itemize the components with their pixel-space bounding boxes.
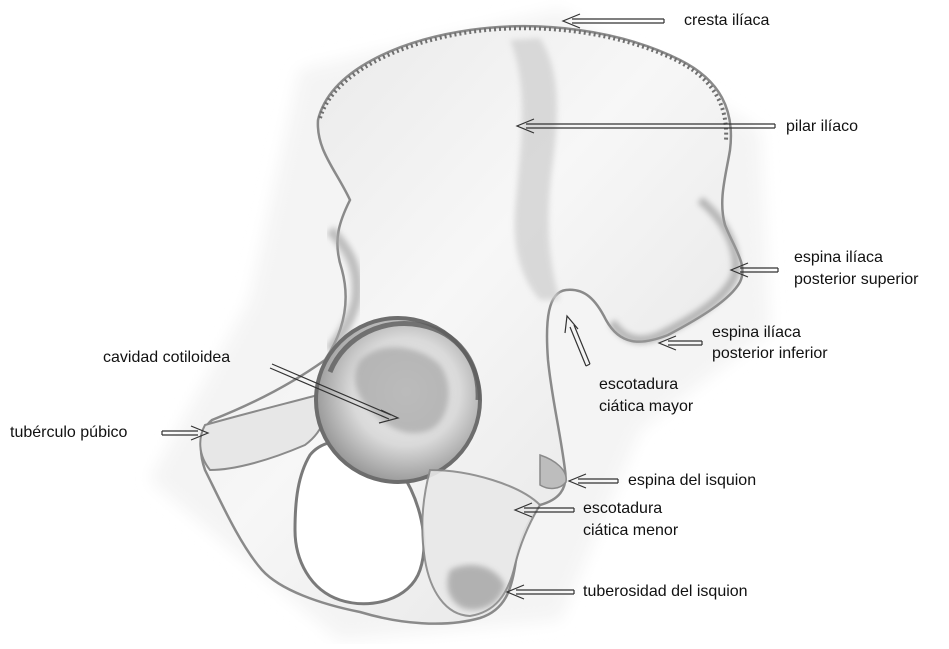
- label-espina-posterior-superior-line2: posterior superior: [794, 269, 919, 291]
- label-escotadura-mayor-line2: ciática mayor: [599, 396, 693, 418]
- label-espina-posterior-superior-line1: espina ilíaca: [794, 247, 883, 269]
- label-escotadura-menor-line1: escotadura: [583, 498, 662, 520]
- label-espina-posterior-inferior-line2: posterior inferior: [712, 343, 828, 365]
- label-tuberculo-pubico: tubérculo púbico: [10, 422, 127, 444]
- label-espina-posterior-inferior-line1: espina ilíaca: [712, 322, 801, 344]
- label-pilar-iliaco: pilar ilíaco: [786, 116, 858, 138]
- label-espina-isquion: espina del isquion: [628, 470, 756, 492]
- label-tuberosidad-isquion: tuberosidad del isquion: [583, 581, 748, 603]
- label-cavidad-cotiloidea: cavidad cotiloidea: [103, 347, 230, 369]
- label-cresta-iliaca: cresta ilíaca: [684, 10, 769, 32]
- label-escotadura-menor-line2: ciática menor: [583, 520, 678, 542]
- label-escotadura-mayor-line1: escotadura: [599, 374, 678, 396]
